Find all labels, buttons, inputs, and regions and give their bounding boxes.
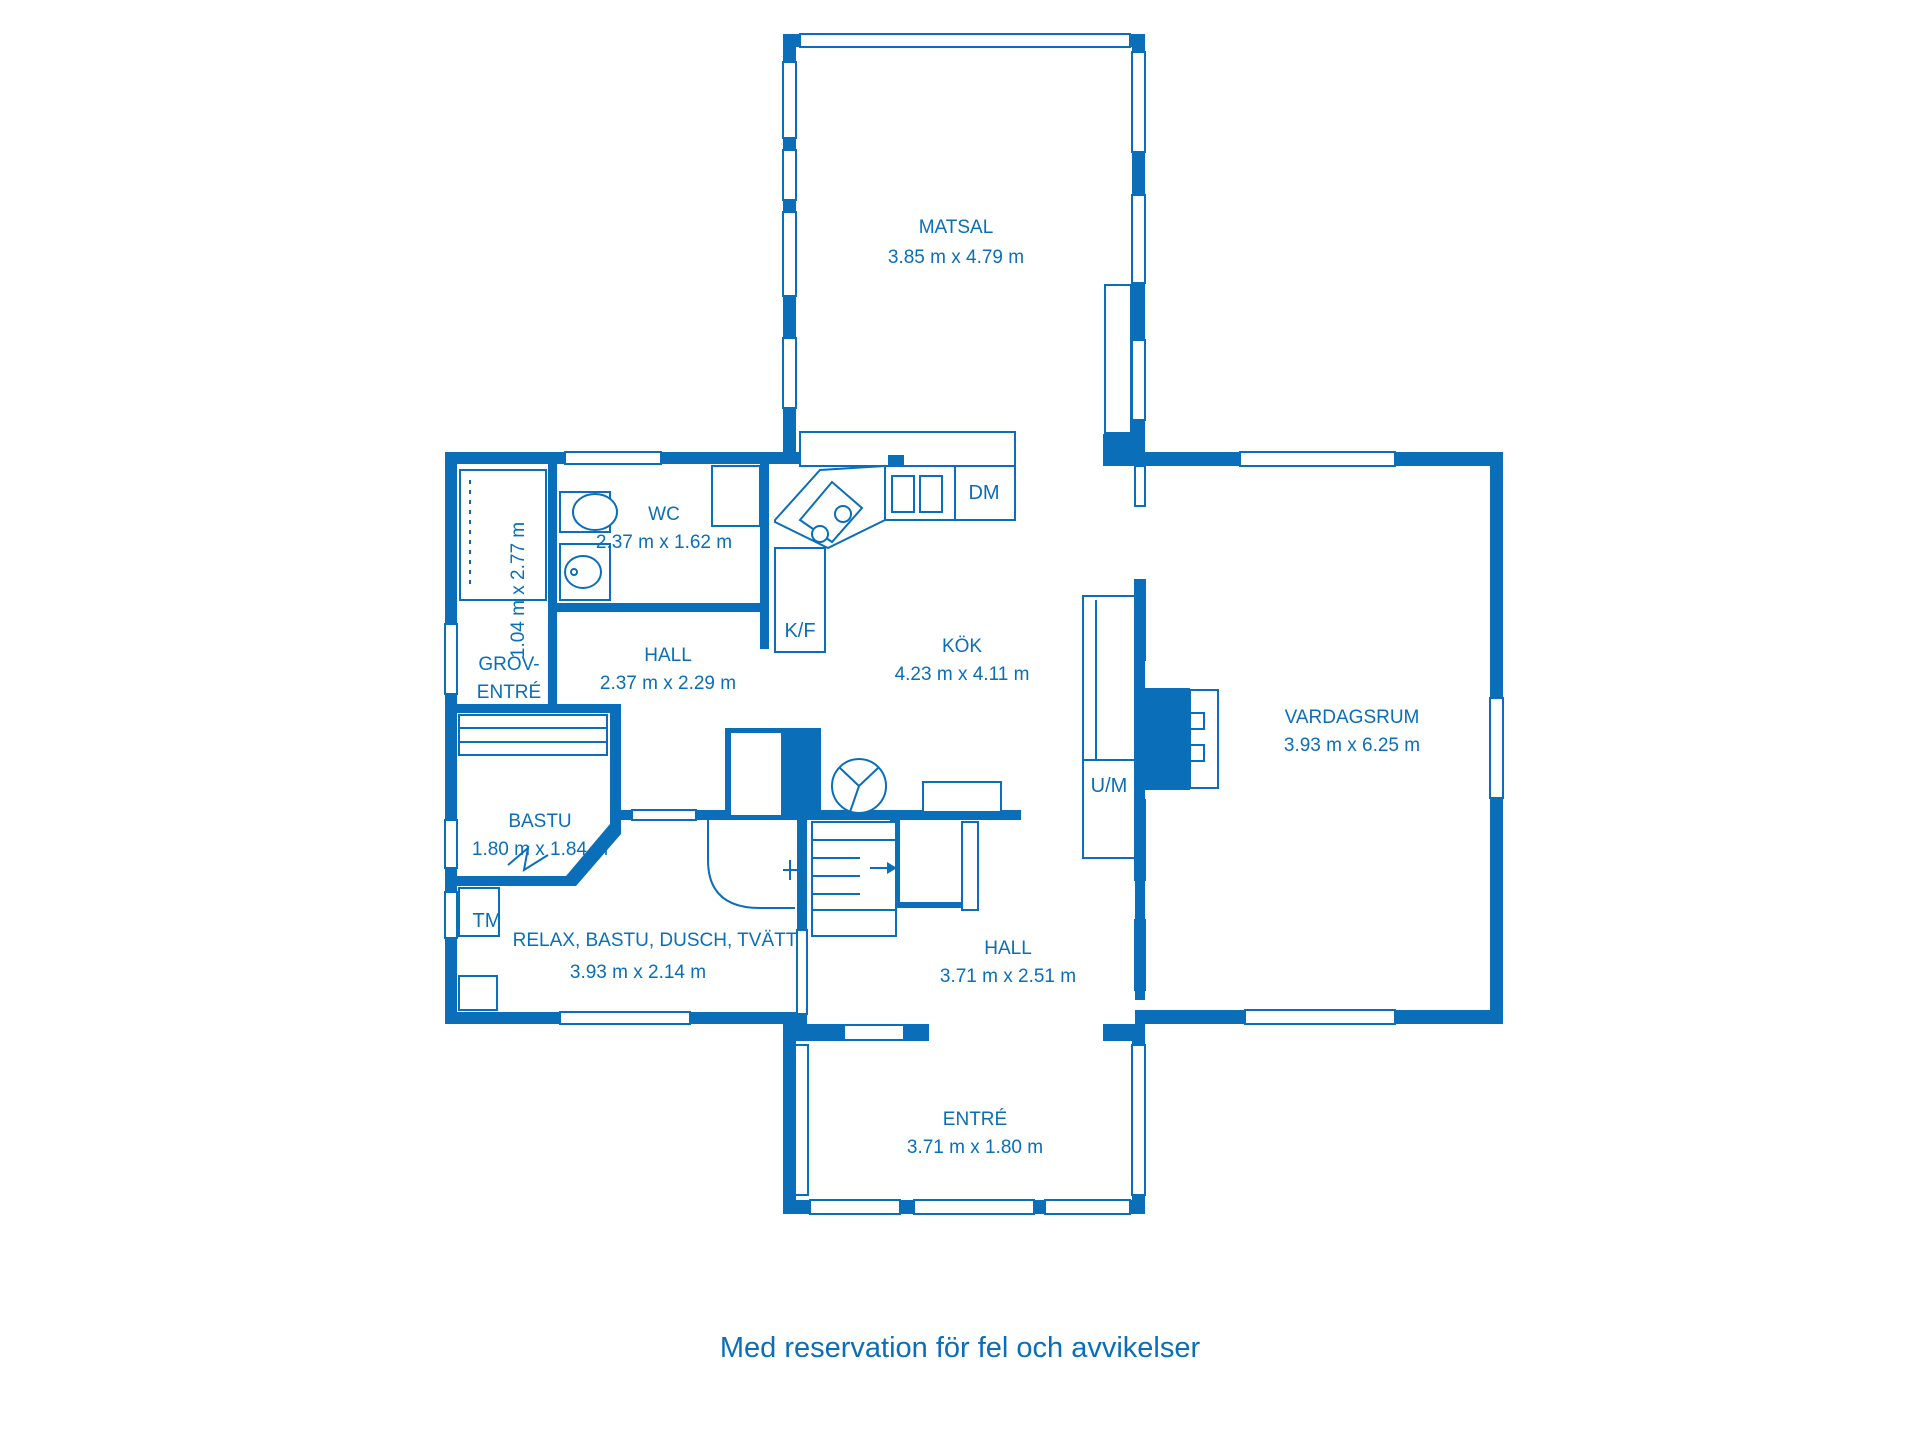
dishwasher-label: DM bbox=[968, 482, 999, 504]
wc-size: 2.37 m x 1.62 m bbox=[596, 532, 732, 553]
disclaimer: Med reservation för fel och avvikelser bbox=[719, 1332, 1201, 1364]
grov-entre-size: 1.04 m x 2.77 m bbox=[508, 522, 529, 658]
fixture-labels: DM K/F U/M TM bbox=[473, 482, 1128, 932]
entre-size: 3.71 m x 1.80 m bbox=[907, 1137, 1043, 1158]
fridge-freezer-label: K/F bbox=[784, 620, 815, 642]
west-wing-fixtures bbox=[458, 465, 797, 1011]
matsal-windows bbox=[782, 33, 1146, 434]
matsal-label: MATSAL bbox=[919, 217, 994, 238]
vardagsrum-label: VARDAGSRUM bbox=[1285, 707, 1420, 728]
relax-size: 3.93 m x 2.14 m bbox=[570, 962, 706, 983]
bastu-label: BASTU bbox=[508, 811, 571, 832]
room-labels: MATSAL 3.85 m x 4.79 m WC 2.37 m x 1.62 … bbox=[472, 217, 1420, 1158]
hall-west-size: 2.37 m x 2.29 m bbox=[600, 673, 736, 694]
hall-central-label: HALL bbox=[984, 938, 1032, 959]
bastu-size: 1.80 m x 1.84 m bbox=[472, 839, 608, 860]
kitchen-fixtures bbox=[729, 431, 1136, 859]
wc-label: WC bbox=[648, 504, 680, 525]
stairs bbox=[811, 821, 979, 937]
kok-label: KÖK bbox=[942, 636, 982, 657]
dryer-label: TM bbox=[473, 910, 502, 932]
matsal-size: 3.85 m x 4.79 m bbox=[888, 247, 1024, 268]
grov-entre-label-line1: GROV- bbox=[478, 654, 539, 675]
hall-central-size: 3.71 m x 2.51 m bbox=[940, 966, 1076, 987]
oven-microwave-label: U/M bbox=[1091, 775, 1128, 797]
vardagsrum-size: 3.93 m x 6.25 m bbox=[1284, 735, 1420, 756]
relax-label: RELAX, BASTU, DUSCH, TVÄTT bbox=[513, 930, 798, 951]
grov-entre-label-line2: ENTRÉ bbox=[477, 682, 541, 703]
hall-west-label: HALL bbox=[644, 645, 692, 666]
entre-label: ENTRÉ bbox=[943, 1109, 1007, 1130]
west-wing-windows bbox=[444, 451, 808, 1025]
kok-size: 4.23 m x 4.11 m bbox=[895, 664, 1030, 685]
vardagsrum-windows bbox=[1189, 451, 1504, 1025]
